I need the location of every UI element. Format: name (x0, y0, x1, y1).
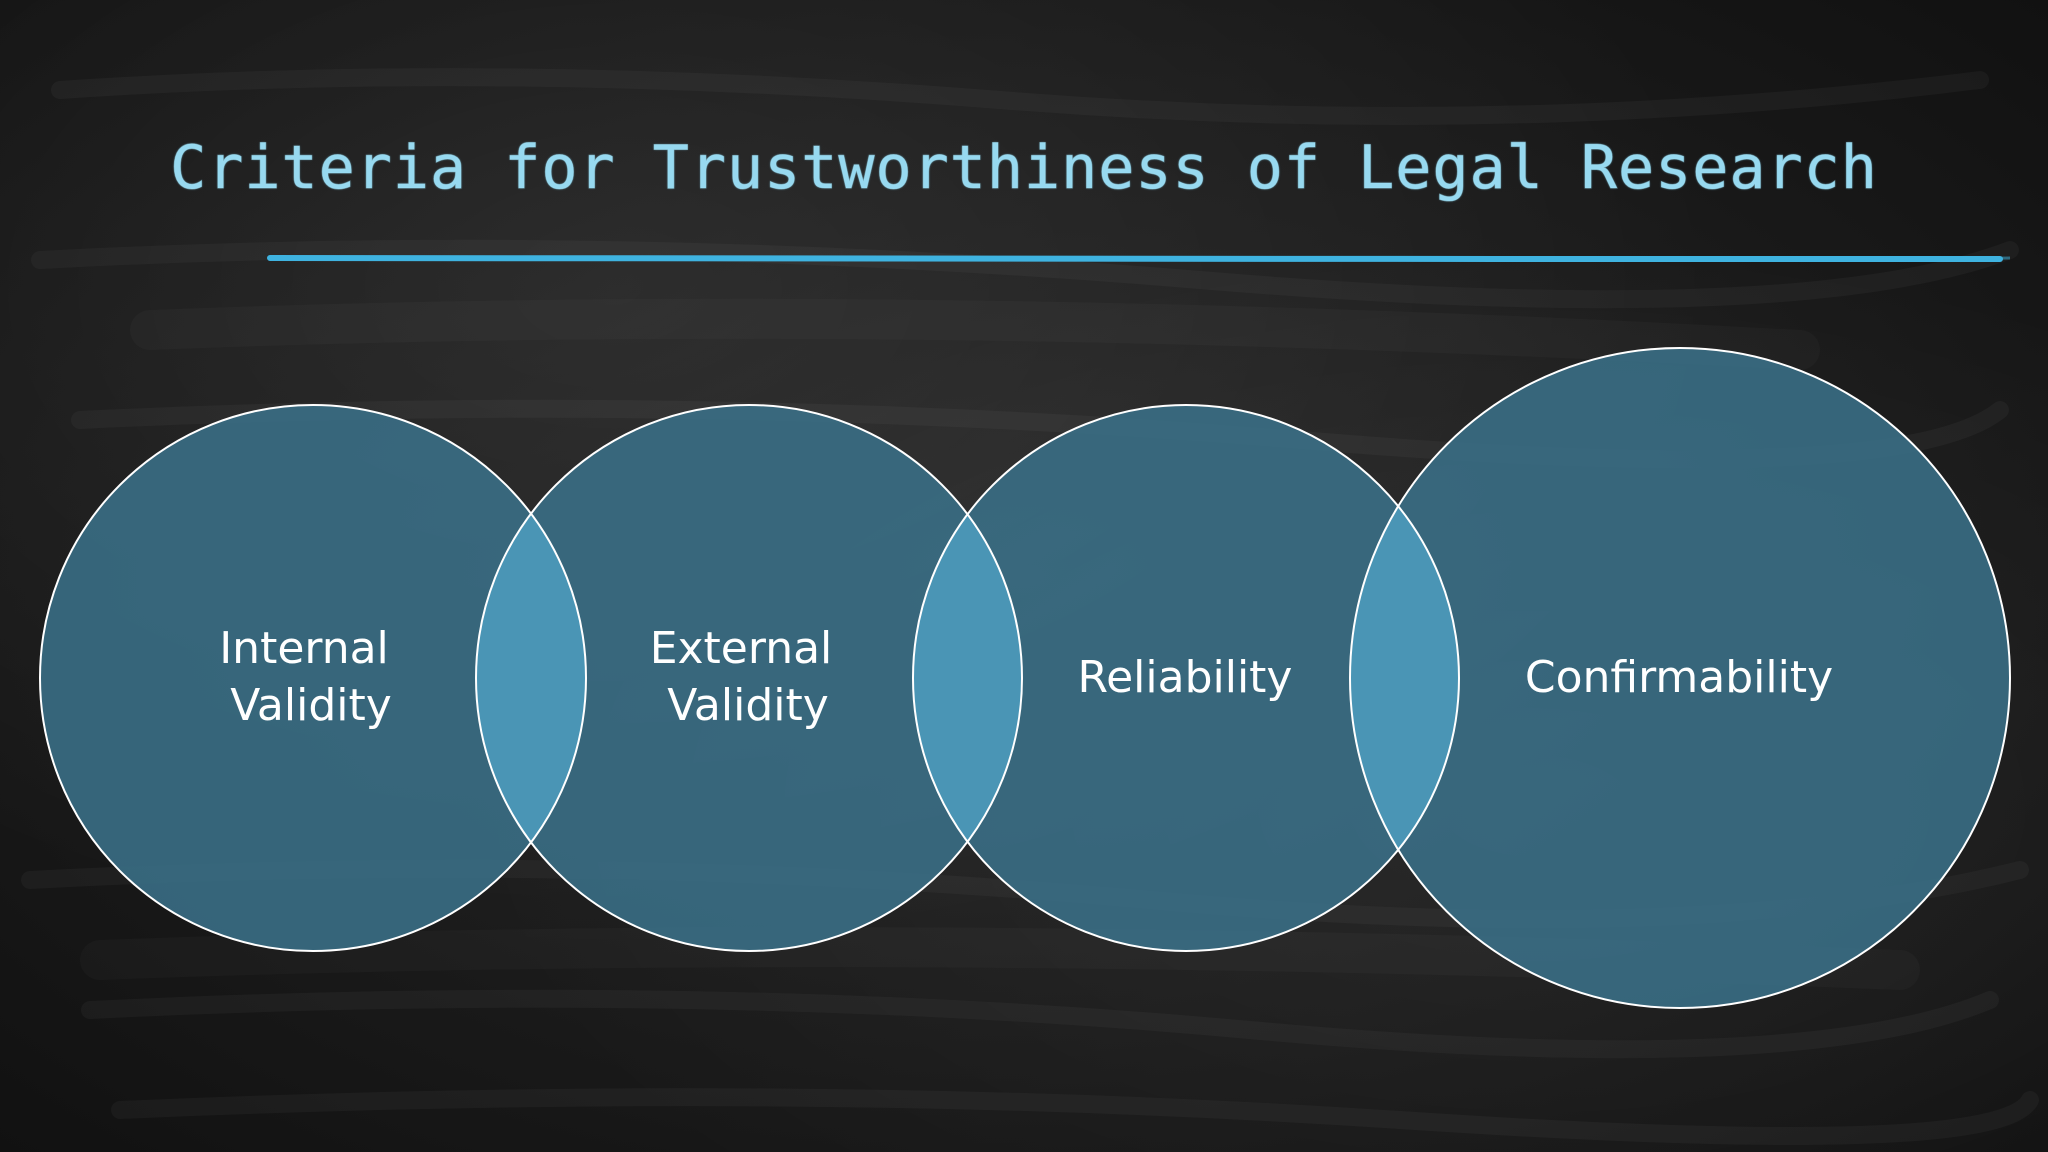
circle-outline-4 (1349, 347, 2011, 1009)
circle-confirmability (1350, 348, 2010, 1008)
label-internal-validity: Internal Validity (219, 623, 403, 731)
slide-title: Criteria for Trustworthiness of Legal Re… (170, 133, 1878, 204)
label-external-validity: External Validity (650, 623, 847, 731)
label-reliability: Reliability (1078, 652, 1293, 703)
circle-outline-2 (475, 404, 1023, 952)
circle-external-validity (476, 405, 1022, 951)
circle-outline-3 (912, 404, 1460, 952)
circle-outline-1 (39, 404, 587, 952)
label-confirmability: Confirmability (1525, 652, 1833, 703)
circle-internal-validity (40, 405, 586, 951)
circle-reliability (913, 405, 1459, 951)
title-underline-fade (1699, 256, 2011, 262)
